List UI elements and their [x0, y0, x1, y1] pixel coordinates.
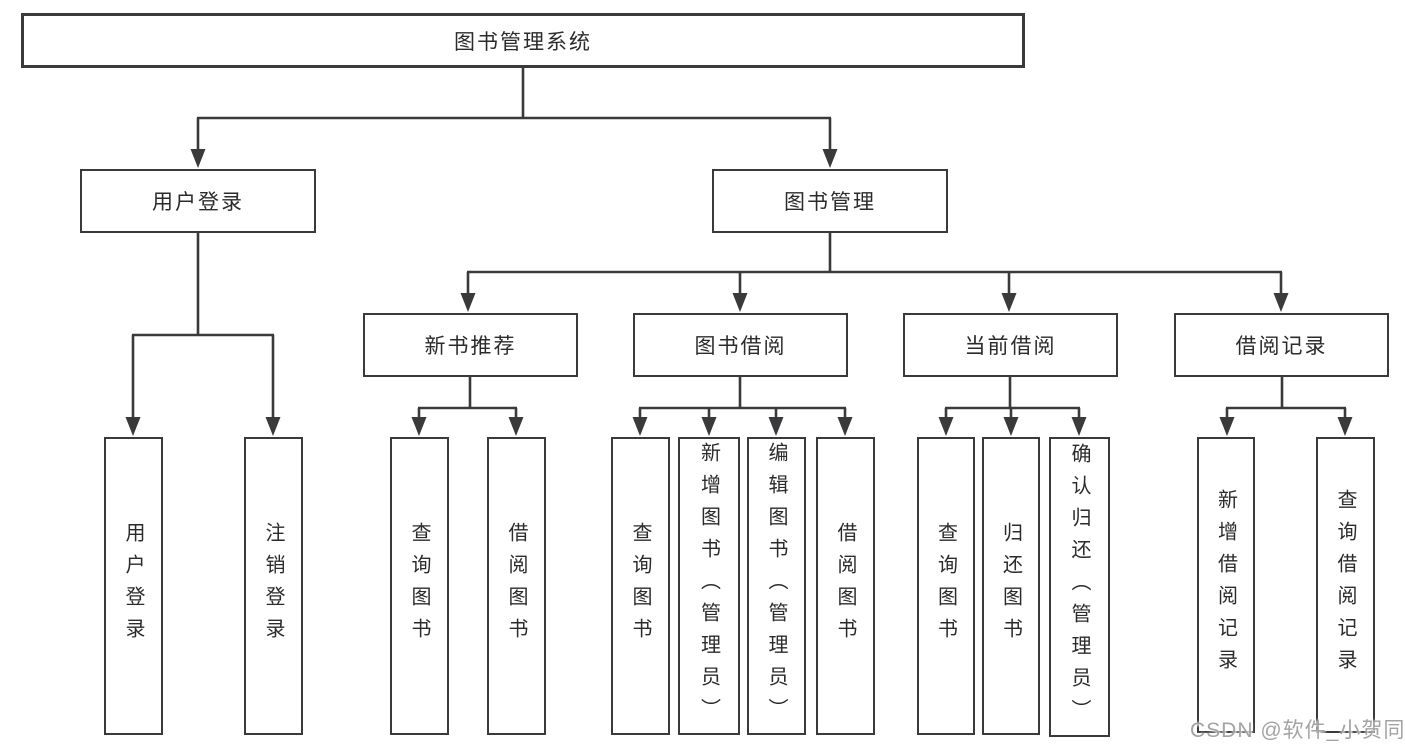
leaf-query-books-borrowing: 查询图书: [611, 437, 670, 735]
arrowhead: [1337, 417, 1353, 436]
leaf-query-books-recommend: 查询图书: [390, 437, 449, 735]
leaf-query-borrow-record: 查询借阅记录: [1316, 437, 1375, 733]
arrowhead: [265, 417, 281, 436]
arrowhead: [411, 417, 427, 436]
node-book-management: 图书管理: [712, 169, 948, 233]
arrowhead: [1071, 417, 1087, 436]
leaf-add-borrow-record: 新增借阅记录: [1197, 437, 1255, 733]
watermark: CSDN @软件_小贺同学: [1190, 719, 1405, 742]
arrow-stems: [131, 118, 1347, 420]
arrowhead: [701, 417, 717, 436]
connector-lines: [132, 68, 1346, 410]
leaf-user-login: 用户登录: [104, 437, 163, 735]
leaf-borrow-books-recommend: 借阅图书: [487, 437, 546, 735]
node-library-system: 图书管理系统: [21, 13, 1025, 68]
leaf-confirm-return-admin: 确认归还（管理员）: [1049, 437, 1110, 737]
node-borrowing-records: 借阅记录: [1174, 313, 1389, 377]
node-new-book-recommend: 新书推荐: [363, 313, 578, 377]
node-user-login: 用户登录: [80, 169, 316, 233]
arrowhead: [822, 149, 838, 168]
arrowhead: [768, 417, 784, 436]
leaf-logout: 注销登录: [244, 437, 303, 735]
arrowhead: [125, 417, 141, 436]
arrowhead: [632, 417, 648, 436]
leaf-add-book-admin: 新增图书（管理员）: [678, 437, 740, 735]
arrowhead: [1003, 417, 1019, 436]
arrowhead: [1219, 417, 1235, 436]
arrowhead: [1273, 293, 1289, 312]
node-current-borrowing: 当前借阅: [903, 313, 1118, 377]
leaf-return-books: 归还图书: [982, 437, 1040, 735]
arrowhead: [460, 293, 476, 312]
node-book-borrowing: 图书借阅: [633, 313, 848, 377]
arrowhead: [938, 417, 954, 436]
arrowhead: [1001, 293, 1017, 312]
leaf-borrow-books-borrowing: 借阅图书: [816, 437, 875, 735]
leaf-query-books-current: 查询图书: [917, 437, 975, 735]
arrowhead: [508, 417, 524, 436]
leaf-edit-book-admin: 编辑图书（管理员）: [747, 437, 806, 735]
arrowhead: [732, 293, 748, 312]
arrowhead: [837, 417, 853, 436]
arrowhead: [190, 149, 206, 168]
